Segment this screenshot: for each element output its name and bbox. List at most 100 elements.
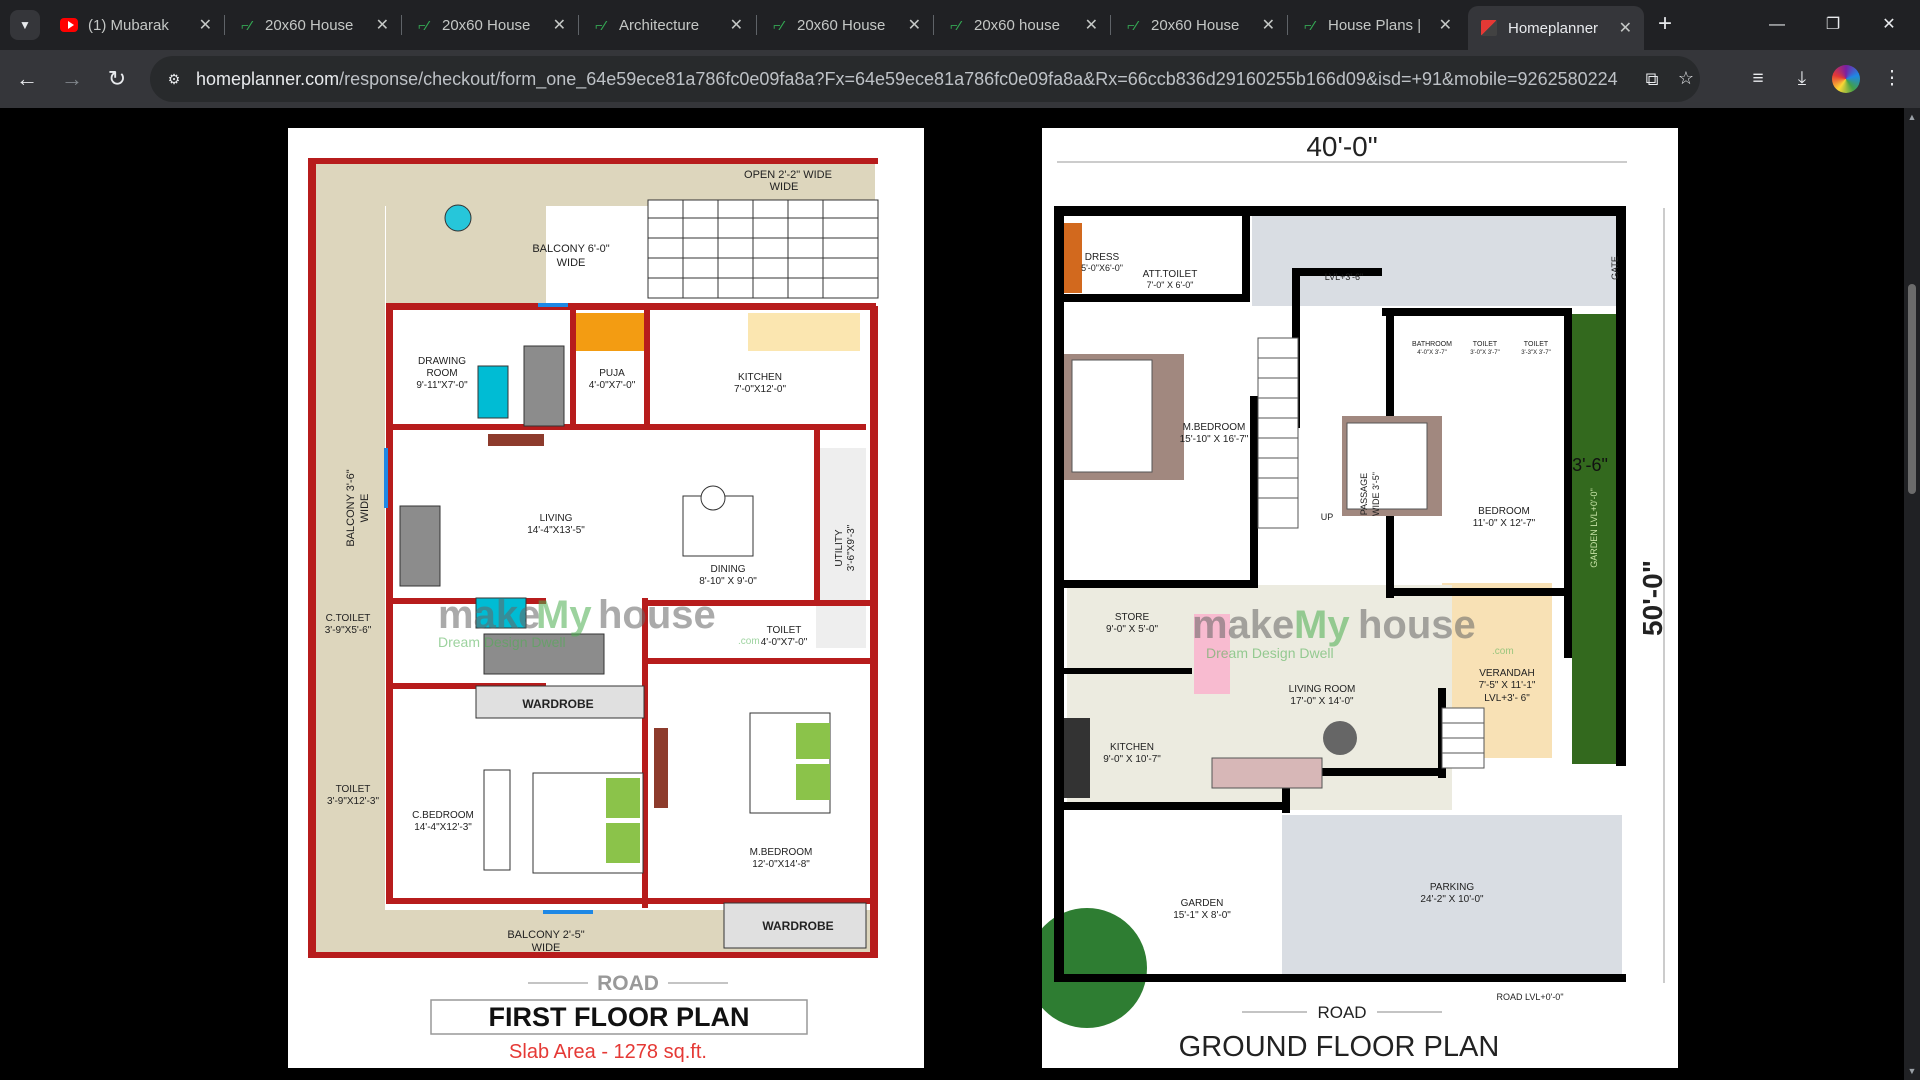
- label-utility-2: 3'-6"X9'-3": [846, 524, 857, 571]
- menu-dots-icon[interactable]: ⋮: [1882, 68, 1902, 89]
- label-drawing-3: 9'-11"X7'-0": [416, 380, 468, 391]
- close-window-button[interactable]: ✕: [1866, 8, 1912, 42]
- tab-search-button[interactable]: ▼: [10, 10, 40, 40]
- new-tab-button[interactable]: +: [1650, 10, 1680, 40]
- label-dining: DINING: [711, 564, 746, 575]
- label-toilet-1b: 3'-0"X 3'-7": [1470, 350, 1500, 356]
- svg-text:.com: .com: [738, 636, 760, 647]
- tab-8[interactable]: ⌐⁄ House Plans | ✕: [1288, 8, 1464, 42]
- height-dimension: 50'-0": [1637, 560, 1668, 636]
- svg-text:.com: .com: [1492, 646, 1514, 657]
- label-living-room: LIVING ROOM: [1289, 684, 1356, 695]
- site-leaf-icon: ⌐⁄: [1304, 17, 1314, 33]
- label-m-bedroom-2: 15'-10" X 16'-7": [1180, 434, 1249, 445]
- label-balcony-top: BALCONY 6'-0": [532, 243, 609, 255]
- tab-9-active[interactable]: Homeplanner ✕: [1468, 6, 1644, 50]
- label-up: UP: [1321, 512, 1334, 522]
- download-icon[interactable]: ⤓: [1797, 68, 1807, 89]
- tab-title: Homeplanner: [1508, 19, 1599, 37]
- install-app-icon[interactable]: ⧉: [1645, 69, 1659, 89]
- label-store: STORE: [1115, 612, 1150, 623]
- label-kitchen-2: 7'-0"X12'-0": [734, 384, 787, 395]
- label-verandah-3: LVL+3'- 6": [1484, 693, 1530, 704]
- ground-floor-title: GROUND FLOOR PLAN: [1179, 1031, 1500, 1063]
- scroll-down-icon[interactable]: ▼: [1907, 1066, 1917, 1076]
- svg-text:Dream Design Dwell: Dream Design Dwell: [438, 634, 566, 650]
- label-verandah-2: 7'-5" X 11'-1": [1479, 680, 1536, 691]
- bookmark-star-icon[interactable]: ☆: [1677, 68, 1695, 88]
- label-parking-2: 24'-2" X 10'-0": [1420, 894, 1484, 905]
- url-domain: homeplanner.com: [196, 69, 340, 89]
- close-icon[interactable]: ✕: [1261, 17, 1275, 34]
- label-kitchen: KITCHEN: [1110, 742, 1154, 753]
- tab-2[interactable]: ⌐⁄ 20x60 House ✕: [225, 8, 401, 42]
- close-icon[interactable]: ✕: [1438, 17, 1452, 34]
- tab-title: (1) Mubarak: [88, 16, 169, 34]
- browser-toolbar: ← → ↻ ⚙ homeplanner.com/response/checkou…: [0, 50, 1920, 108]
- label-passage-2: WIDE 3'-5": [1371, 472, 1381, 516]
- label-living-room-2: 17'-0" X 14'-0": [1290, 696, 1354, 707]
- label-kitchen: KITCHEN: [738, 372, 782, 383]
- chevron-down-icon: ▼: [19, 18, 31, 32]
- label-balcony-bottom-2: WIDE: [532, 942, 561, 954]
- minimize-button[interactable]: —: [1754, 8, 1800, 42]
- site-leaf-icon: ⌐⁄: [773, 17, 783, 33]
- tab-4[interactable]: ⌐⁄ Architecture ✕: [579, 8, 755, 42]
- close-icon[interactable]: ✕: [198, 17, 212, 34]
- url-text[interactable]: homeplanner.com/response/checkout/form_o…: [196, 69, 1618, 90]
- label-living-2: 14'-4"X13'-5": [527, 525, 585, 536]
- scroll-up-icon[interactable]: ▲: [1907, 112, 1917, 122]
- vertical-scrollbar[interactable]: ▲ ▼: [1904, 108, 1920, 1080]
- close-icon[interactable]: ✕: [907, 17, 921, 34]
- forward-button[interactable]: →: [55, 62, 89, 96]
- label-bedroom-2: 11'-0" X 12'-7": [1473, 518, 1536, 529]
- label-ctoilet-2: 3'-9"X5'-6": [325, 625, 372, 636]
- media-control-icon[interactable]: ≡: [1752, 68, 1764, 89]
- plus-icon: +: [1657, 10, 1672, 37]
- label-bedroom: BEDROOM: [1478, 506, 1530, 517]
- label-puja: PUJA: [599, 368, 625, 379]
- close-icon[interactable]: ✕: [729, 17, 743, 34]
- tab-title: 20x60 house: [974, 16, 1060, 34]
- close-icon[interactable]: ✕: [1084, 17, 1098, 34]
- restore-button[interactable]: ❐: [1810, 8, 1856, 42]
- site-leaf-icon: ⌐⁄: [1127, 17, 1137, 33]
- label-kitchen-2: 9'-0" X 10'-7": [1103, 754, 1161, 765]
- close-icon[interactable]: ✕: [552, 17, 566, 34]
- reload-icon: ↻: [107, 66, 127, 91]
- profile-avatar[interactable]: [1832, 65, 1860, 93]
- label-toilet-right: TOILET: [767, 625, 802, 636]
- reload-button[interactable]: ↻: [100, 62, 134, 96]
- makemyhouse-watermark: make My house Dream Design Dwell .com: [438, 593, 760, 650]
- label-dining-2: 8'-10" X 9'-0": [699, 576, 757, 587]
- site-info-icon[interactable]: ⚙: [167, 71, 181, 87]
- tab-5[interactable]: ⌐⁄ 20x60 House ✕: [757, 8, 933, 42]
- label-garden-2: 15'-1" X 8'-0": [1173, 910, 1231, 921]
- close-icon[interactable]: ✕: [1618, 20, 1632, 37]
- svg-text:My: My: [1294, 603, 1350, 647]
- tab-7[interactable]: ⌐⁄ 20x60 House ✕: [1111, 8, 1287, 42]
- close-icon[interactable]: ✕: [375, 17, 389, 34]
- tab-6[interactable]: ⌐⁄ 20x60 house ✕: [934, 8, 1110, 42]
- first-floor-plan-image: OPEN 2'-2" WIDE WIDE BALCONY 6'-0" WIDE …: [288, 128, 924, 1068]
- label-toilet-right-2: 4'-0"X7'-0": [761, 637, 808, 648]
- scrollbar-thumb[interactable]: [1908, 284, 1916, 494]
- site-leaf-icon: ⌐⁄: [950, 17, 960, 33]
- width-dimension: 40'-0": [1306, 131, 1377, 162]
- tab-title: House Plans |: [1328, 16, 1422, 34]
- tab-1[interactable]: (1) Mubarak ✕: [48, 8, 224, 42]
- label-passage: PASSAGE: [1359, 473, 1369, 515]
- address-bar[interactable]: ⚙ homeplanner.com/response/checkout/form…: [150, 56, 1700, 102]
- tab-title: 20x60 House: [1151, 16, 1240, 34]
- tab-3[interactable]: ⌐⁄ 20x60 House ✕: [402, 8, 578, 42]
- back-button[interactable]: ←: [10, 62, 44, 96]
- page-content: OPEN 2'-2" WIDE WIDE BALCONY 6'-0" WIDE …: [0, 108, 1904, 1080]
- label-toilet-2: TOILET: [1524, 341, 1549, 348]
- label-gate: GATE: [1610, 256, 1620, 280]
- label-verandah: VERANDAH: [1479, 668, 1535, 679]
- arrow-left-icon: ←: [16, 66, 38, 91]
- label-toilet-left-2: 3'-9"X12'-3": [327, 796, 380, 807]
- svg-text:make: make: [438, 593, 540, 637]
- label-balcony-side-2: WIDE: [359, 494, 371, 523]
- label-toilet-left: TOILET: [336, 784, 371, 795]
